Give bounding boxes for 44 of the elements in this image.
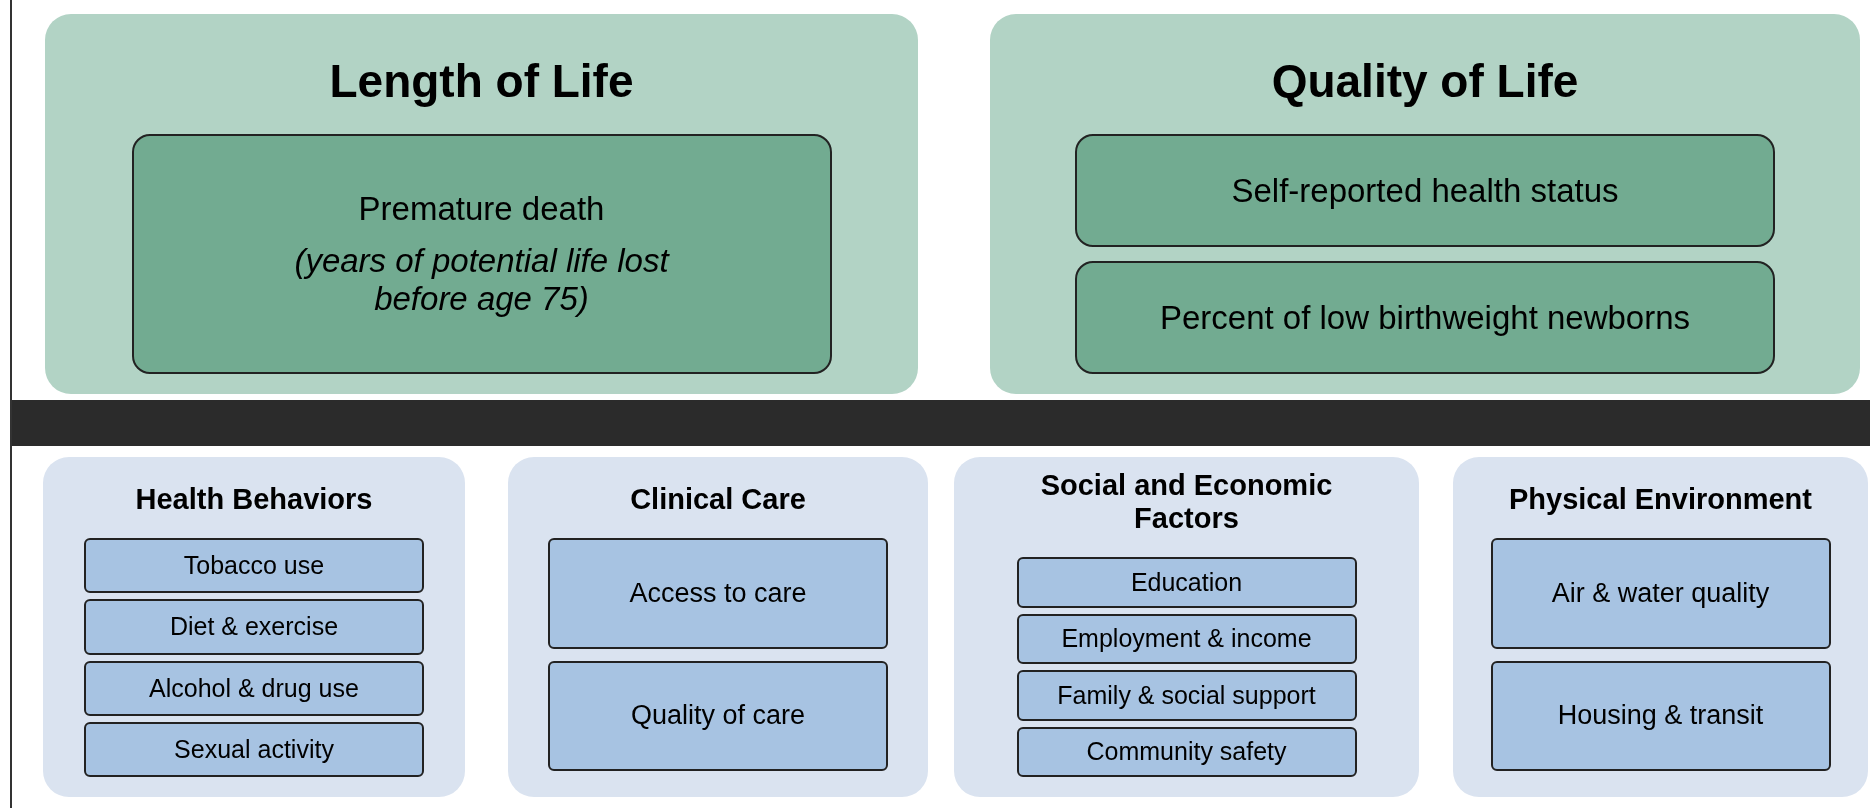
item-box: [1016, 726, 1357, 777]
item-box: [1016, 613, 1357, 664]
item-text: Air & water quality: [1551, 577, 1770, 609]
dark-band: [12, 400, 1870, 446]
panel-heading: Length of Life: [328, 54, 635, 108]
item-box: [84, 599, 424, 655]
item-text: Tobacco use: [183, 551, 325, 581]
item-text: Housing & transit: [1557, 700, 1764, 732]
category-panel: [1453, 457, 1868, 797]
item-text: Percent of low birthweight newborns: [1159, 298, 1691, 337]
item-box: [548, 538, 888, 649]
category-panel: [954, 457, 1419, 797]
item-box: [1075, 134, 1775, 247]
item-box: [1490, 538, 1831, 649]
category-panel: [508, 457, 928, 797]
item-text: Diet & exercise: [169, 612, 339, 642]
item-box: [84, 721, 424, 777]
item-box: [131, 134, 832, 374]
item-box: [1016, 557, 1357, 608]
category-panel: [990, 14, 1860, 394]
item-text: Family & social support: [1057, 680, 1316, 710]
item-box: [84, 538, 424, 594]
panel-heading: Health Behaviors: [134, 483, 374, 516]
item-note: (years of potential life lost before age 75): [293, 242, 671, 318]
item-box: [84, 660, 424, 716]
item-box: [1075, 261, 1775, 374]
item-text: Community safety: [1086, 737, 1287, 767]
item-text: Alcohol & drug use: [149, 673, 359, 703]
panel-heading: Social and Economic Factors: [1039, 469, 1334, 535]
panel-heading: Clinical Care: [629, 483, 807, 516]
item-text: Sexual activity: [174, 734, 334, 764]
category-panel: [45, 14, 918, 394]
item-box: [548, 660, 888, 771]
panel-heading: Physical Environment: [1508, 483, 1813, 516]
item-text: Premature death: [358, 190, 605, 228]
item-text: Education: [1130, 567, 1243, 597]
item-box: [1016, 670, 1357, 721]
item-text: Access to care: [629, 577, 807, 609]
item-text: Employment & income: [1061, 624, 1312, 654]
category-panel: [43, 457, 465, 797]
item-text: Self-reported health status: [1231, 171, 1619, 210]
item-text: Quality of care: [630, 700, 806, 732]
panel-heading: Quality of Life: [1270, 54, 1580, 108]
item-box: [1490, 660, 1831, 771]
